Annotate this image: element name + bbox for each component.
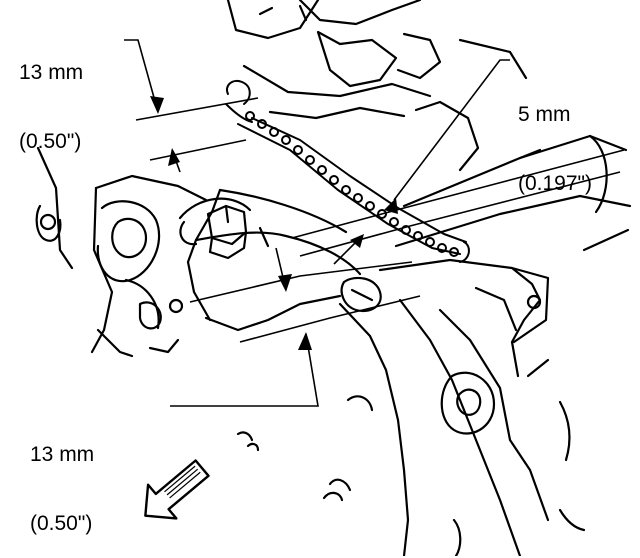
right-dimension-inch: (0.197") [518,172,592,195]
top-leader [124,40,158,112]
bottom-dimension-callout: 13 mm (0.50") [30,397,94,558]
lower-arrowhead [278,274,292,292]
bottom-dimension-mm: 13 mm [30,443,95,466]
upper-casting [228,0,526,170]
upper-ref-line-1 [136,98,258,120]
right-leader [394,60,510,200]
right-dimension-callout: 5 mm (0.197") [518,57,592,218]
top-lower-arrowhead [168,148,180,166]
lower-ref-line-2 [240,296,420,342]
upper-ref-line-2 [150,140,246,160]
dimension-lines [124,40,624,406]
right-dimension-mm: 5 mm [518,103,571,126]
engine-block-left [37,148,206,356]
camshaft-housing [396,136,630,246]
guide-bolt [180,206,246,258]
top-dimension-inch: (0.50") [19,130,82,153]
top-arrowhead [150,96,164,114]
bottom-arrowhead [298,332,312,350]
background-detail [238,396,569,556]
dimension-arrowheads [150,96,398,350]
front-direction-arrow-icon [131,451,216,532]
right-arrowhead [384,198,398,214]
right-ref-line-2 [300,172,620,256]
top-dimension-callout: 13 mm (0.50") [19,15,83,176]
right-ref-line-1 [292,150,624,238]
right-dim-arrowhead [350,234,364,248]
timing-chain [226,81,469,262]
bottom-leader [170,334,318,406]
lower-bracket [340,230,628,556]
lower-ref-line-1 [190,262,412,302]
top-dimension-mm: 13 mm [19,61,84,84]
chain-guide-arm [180,190,360,330]
bottom-dimension-inch: (0.50") [30,512,93,535]
